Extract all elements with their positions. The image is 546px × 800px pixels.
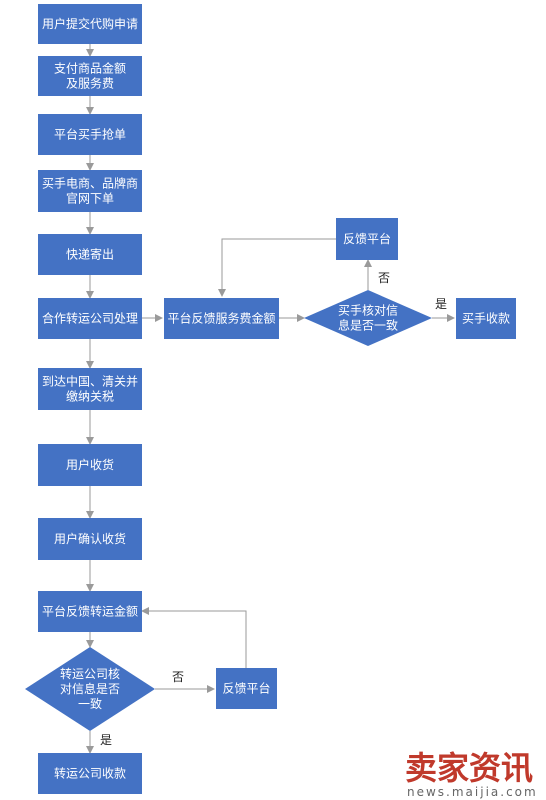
step-buyer-collect: 买手收款 xyxy=(456,298,516,339)
step-feedback-platform-2-box xyxy=(216,668,277,709)
step-buyer-place-order-label-line-1: 买手电商、品牌商 xyxy=(42,176,138,191)
step-submit-request-box xyxy=(38,4,142,44)
step-buyer-grab-order-box xyxy=(38,114,142,155)
step-submit-request-label-line-1: 用户提交代购申请 xyxy=(42,16,138,31)
watermark-url: news.maijia.com xyxy=(407,785,538,799)
step-buyer-collect-label-line-1: 买手收款 xyxy=(462,312,510,326)
step-forwarder-collect-label-line-1: 转运公司收款 xyxy=(54,766,126,781)
step-platform-service-fee-label-line-1: 平台反馈服务费金额 xyxy=(167,311,275,326)
step-user-receive: 用户收货 xyxy=(38,444,142,486)
connector-n11-n10 xyxy=(141,607,247,668)
step-feedback-platform-1-label-line-1: 反馈平台 xyxy=(343,231,391,246)
edge-labels: 否 是 否 是 xyxy=(100,271,447,747)
step-platform-forwarding-fee-box xyxy=(38,591,142,632)
step-platform-forwarding-fee-label-line-1: 平台反馈转运金额 xyxy=(42,604,138,619)
flow-nodes: 用户提交代购申请支付商品金额及服务费平台买手抢单买手电商、品牌商官网下单快递寄出… xyxy=(25,4,516,794)
step-pay-amount-label-line-2: 及服务费 xyxy=(66,76,114,91)
step-submit-request: 用户提交代购申请 xyxy=(38,4,142,44)
decision2-no-label: 否 xyxy=(172,670,184,684)
decision1-no-label: 否 xyxy=(378,271,390,285)
step-forwarder-process-label-line-1: 合作转运公司处理 xyxy=(42,311,138,326)
step-feedback-platform-1: 反馈平台 xyxy=(336,218,398,260)
step-express-ship-label-line-1: 快递寄出 xyxy=(66,247,114,262)
step-user-confirm-label-line-1: 用户确认收货 xyxy=(54,531,126,546)
step-buyer-place-order-label-line-2: 官网下单 xyxy=(66,191,114,206)
step-user-confirm-box xyxy=(38,518,142,560)
step-forwarder-collect: 转运公司收款 xyxy=(38,753,142,794)
step-arrive-customs-label-line-1: 到达中国、清关并 xyxy=(42,374,138,389)
step-pay-amount-label-line-1: 支付商品金额 xyxy=(54,61,126,76)
step-forwarder-collect-box xyxy=(38,753,142,794)
decision-buyer-verify-label-line-1: 买手核对信 xyxy=(338,304,398,318)
step-express-ship: 快递寄出 xyxy=(38,234,142,275)
step-user-receive-box xyxy=(38,444,142,486)
decision-buyer-verify-shape xyxy=(304,290,432,346)
step-feedback-platform-1-box xyxy=(336,218,398,260)
step-forwarder-process: 合作转运公司处理 xyxy=(38,298,142,339)
step-express-ship-box xyxy=(38,234,142,275)
step-platform-forwarding-fee: 平台反馈转运金额 xyxy=(38,591,142,632)
decision-forwarder-verify-label-line-3: 一致 xyxy=(78,697,102,711)
step-buyer-grab-order-label-line-1: 平台买手抢单 xyxy=(54,127,126,142)
step-user-receive-label-line-1: 用户收货 xyxy=(66,457,114,472)
flow-connectors xyxy=(86,44,455,754)
step-buyer-place-order-box xyxy=(38,170,142,212)
step-feedback-platform-2: 反馈平台 xyxy=(216,668,277,709)
step-buyer-grab-order: 平台买手抢单 xyxy=(38,114,142,155)
watermark-logo-text: 卖家资讯 xyxy=(405,749,533,787)
connector-r2-r1 xyxy=(218,238,336,297)
decision-buyer-verify-label-line-2: 息是否一致 xyxy=(338,318,398,333)
step-buyer-collect-box xyxy=(456,298,516,339)
step-forwarder-process-box xyxy=(38,298,142,339)
watermark: 卖家资讯 news.maijia.com xyxy=(405,749,538,799)
step-user-confirm: 用户确认收货 xyxy=(38,518,142,560)
step-arrive-customs-label-line-2: 缴纳关税 xyxy=(66,389,114,404)
decision1-yes-label: 是 xyxy=(435,297,447,311)
step-feedback-platform-2-label-line-1: 反馈平台 xyxy=(222,681,270,696)
decision2-yes-label: 是 xyxy=(100,733,112,747)
step-arrive-customs-box xyxy=(38,368,142,410)
decision-forwarder-verify-label-line-2: 对信息是否 xyxy=(60,681,120,696)
step-pay-amount-box xyxy=(38,56,142,96)
step-platform-service-fee: 平台反馈服务费金额 xyxy=(164,298,279,339)
decision-forwarder-verify-shape xyxy=(25,647,155,731)
step-platform-service-fee-box xyxy=(164,298,279,339)
decision-forwarder-verify-label-line-1: 转运公司核 xyxy=(60,666,120,681)
